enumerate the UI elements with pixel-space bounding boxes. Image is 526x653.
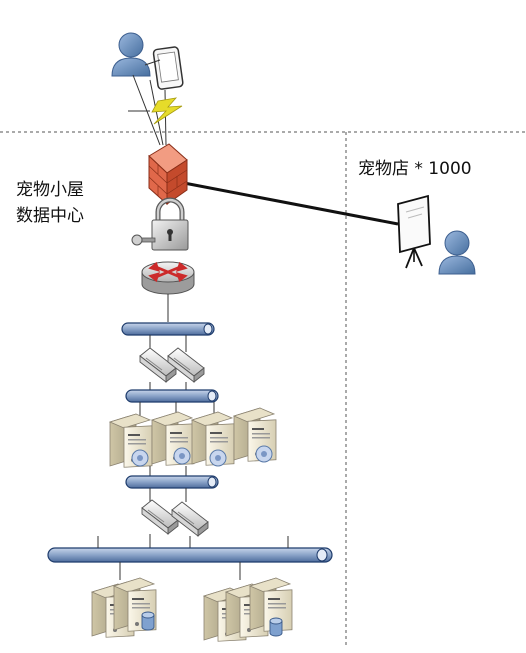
server-icon — [109, 413, 153, 468]
server-icon — [151, 411, 195, 466]
firewall-icon — [148, 143, 188, 206]
database-icon — [269, 617, 283, 637]
user-icon — [111, 32, 151, 77]
router-icon — [141, 261, 195, 295]
server-icon — [191, 411, 235, 467]
datacenter-label-line1: 宠物小屋 — [16, 180, 84, 200]
network-bus-icon — [125, 389, 219, 403]
datacenter-label-line2: 数据中心 — [16, 206, 84, 226]
server-icon — [233, 407, 277, 463]
network-bus-icon — [121, 322, 215, 336]
wireless-links — [132, 74, 167, 146]
network-bus-icon — [47, 547, 333, 563]
switch-icon — [171, 501, 209, 537]
user-icon — [438, 230, 476, 275]
presentation-board-icon — [397, 194, 431, 269]
tablet-icon — [152, 46, 184, 90]
padlock-icon — [131, 197, 189, 251]
network-bus-icon — [125, 475, 219, 489]
wan-link — [183, 181, 399, 226]
switch-icon — [139, 347, 177, 383]
switch-icon — [167, 347, 205, 383]
petshop-label: 宠物店 * 1000 — [358, 159, 472, 179]
database-icon — [141, 611, 155, 631]
lightning-bolt-icon — [151, 97, 183, 125]
